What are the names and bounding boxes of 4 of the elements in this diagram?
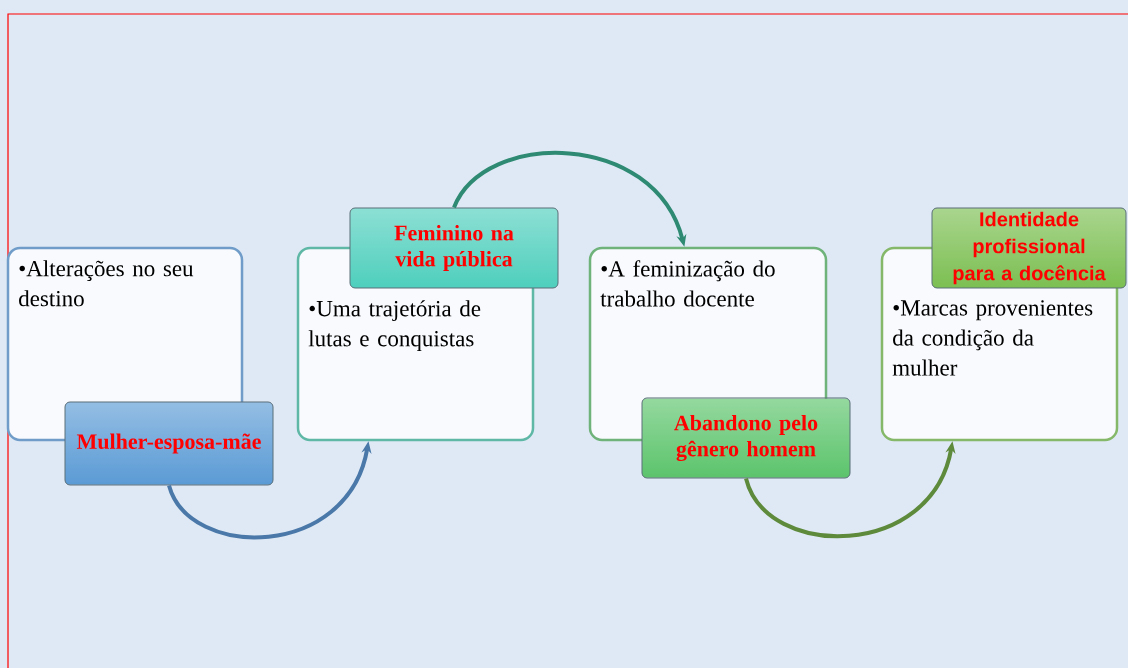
title-tab: Mulher-esposa-mãe: [64, 401, 274, 486]
title-tab: Abandono pelo gênero homem: [641, 397, 851, 479]
title-tab: Identidade profissional para a docência: [931, 207, 1127, 289]
title-tab: Feminino na vida pública: [349, 207, 559, 289]
